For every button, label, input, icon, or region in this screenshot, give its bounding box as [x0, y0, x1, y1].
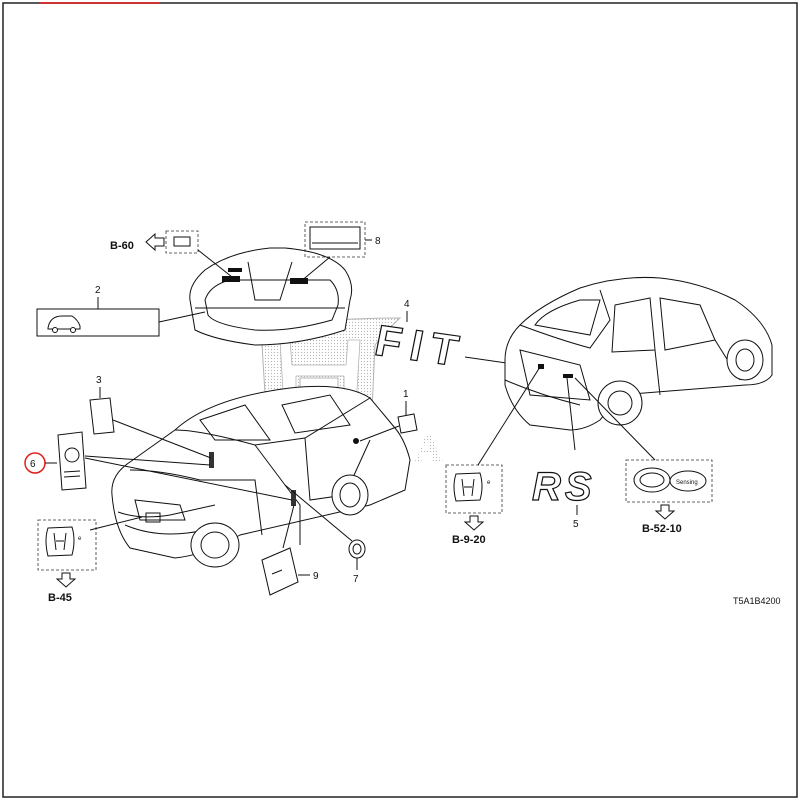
ref-b920: B-9-20 [452, 534, 486, 546]
svg-text:e: e [78, 536, 82, 542]
callout-9: 9 [313, 571, 319, 582]
callout-5: 5 [573, 519, 579, 530]
arrow-left-icon [145, 232, 165, 252]
callout-7: 7 [353, 574, 359, 585]
arrow-down-icon [463, 515, 485, 531]
fit-emblem: FIT [375, 316, 465, 377]
arrow-down-icon [654, 504, 676, 520]
rs-emblem: RS [532, 465, 596, 509]
callout-4: 4 [404, 299, 410, 310]
callout-3: 3 [96, 375, 102, 386]
ref-b45: B-45 [48, 592, 72, 604]
callout-8: 8 [375, 236, 381, 247]
svg-text:e: e [487, 480, 491, 486]
rear-car-illustration [504, 276, 773, 431]
callout-2: 2 [95, 285, 101, 296]
callout-6: 6 [30, 459, 36, 470]
callout-1: 1 [403, 389, 409, 400]
plate-emblem-text: Sensing [676, 480, 698, 486]
arrow-down-icon [55, 572, 77, 588]
ref-b60: B-60 [110, 240, 134, 252]
figure-code: T5A1B4200 [733, 596, 781, 606]
ref-b5210: B-52-10 [642, 523, 682, 535]
front-car-illustration [111, 385, 411, 568]
